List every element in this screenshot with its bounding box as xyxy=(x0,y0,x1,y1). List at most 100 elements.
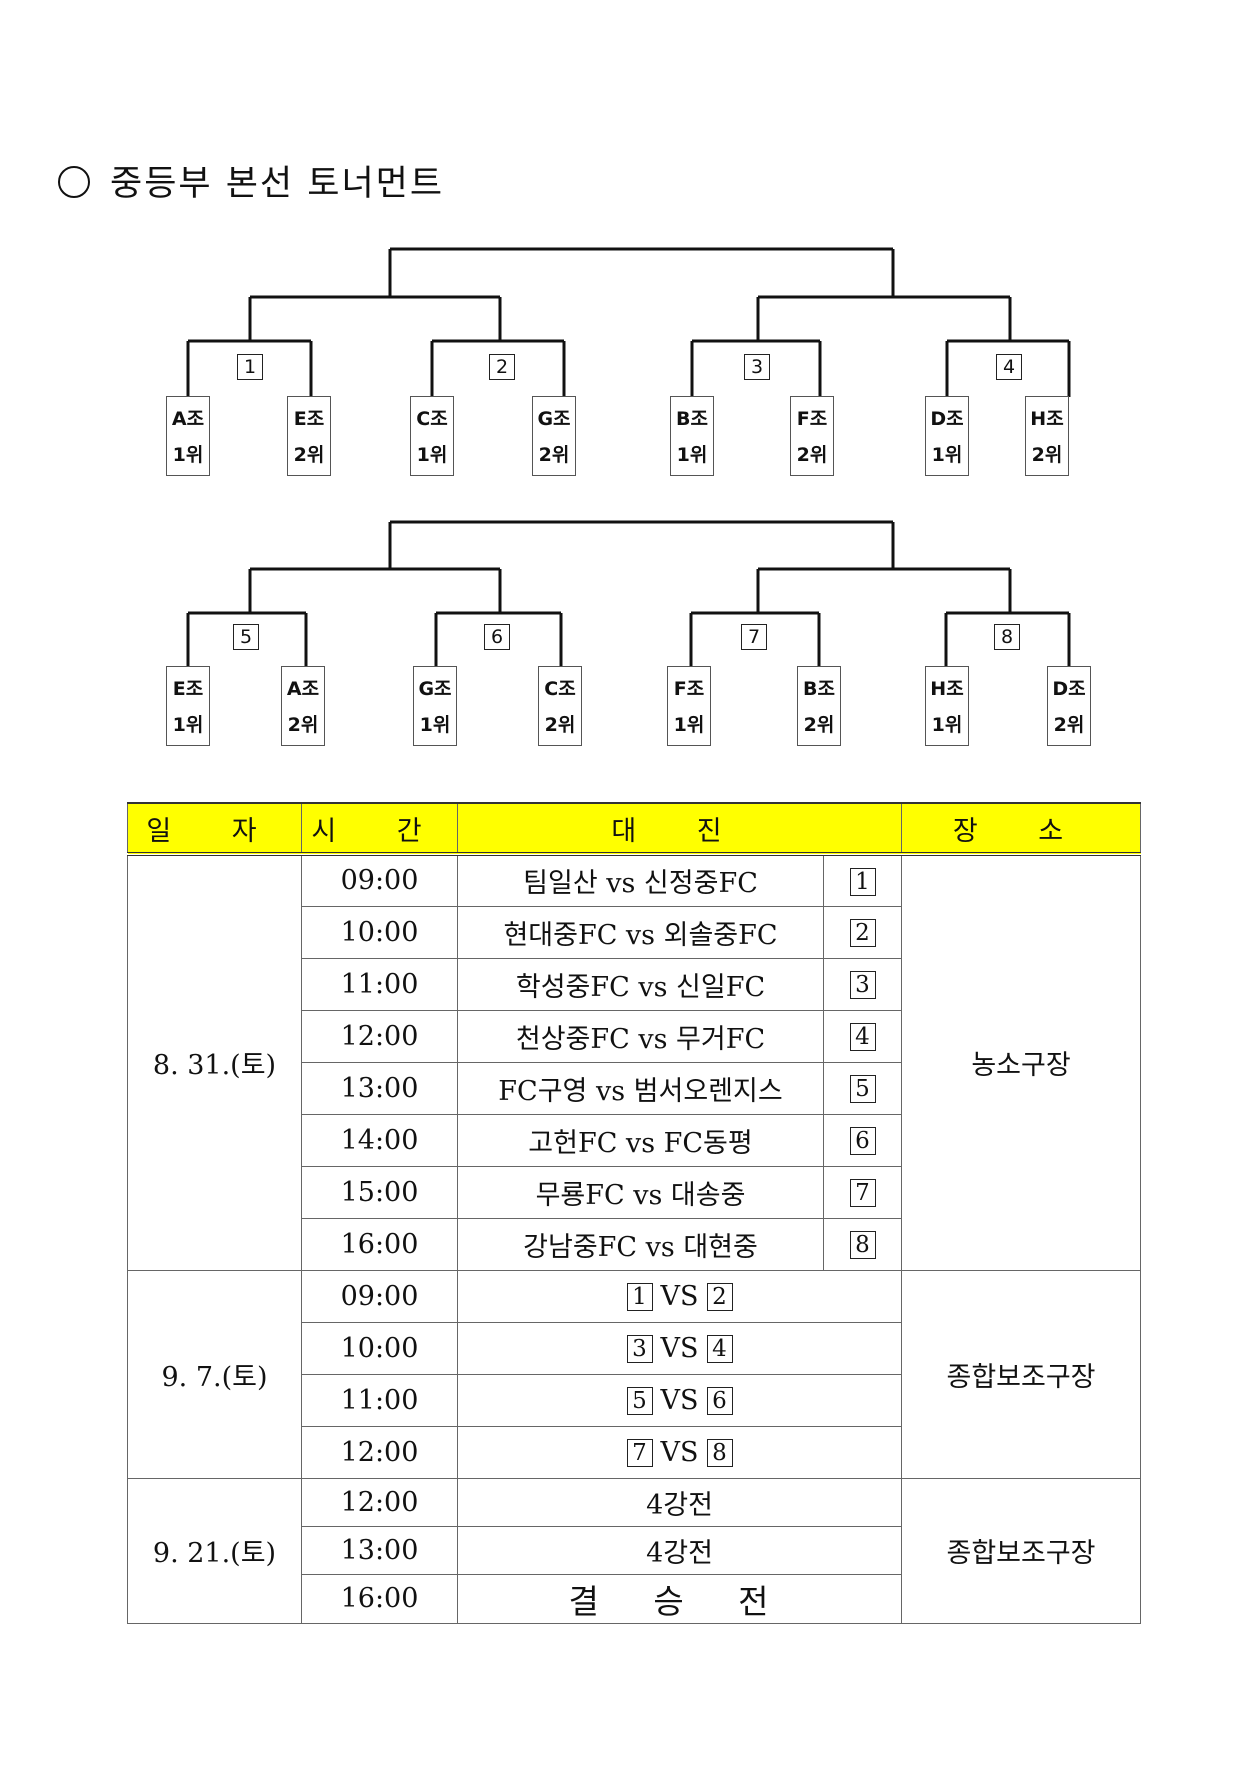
slot-rank: 1위 xyxy=(172,444,204,466)
match-time: 12:00 xyxy=(301,1009,458,1063)
page-title: 중등부 본선 토너먼트 xyxy=(110,164,445,204)
match-number-box: 8 xyxy=(849,1231,876,1259)
header-match: 대 진 xyxy=(456,802,903,856)
match-time: 16:00 xyxy=(301,1217,458,1271)
slot-rank: 1위 xyxy=(172,714,204,736)
slot-group: E조 xyxy=(172,678,204,700)
section-heading: 중등부 본선 토너먼트 xyxy=(58,155,444,206)
slot-rank: 1위 xyxy=(419,714,451,736)
match-time: 10:00 xyxy=(301,1321,458,1375)
pairing-home-box: 1 xyxy=(626,1283,653,1311)
slot-rank: 2위 xyxy=(287,714,319,736)
schedule-table: 일 자 시 간 대 진 장 소 8. 31.(토) 09:00 팀일산 vs 신… xyxy=(127,802,1142,1624)
header-time: 시 간 xyxy=(301,802,458,856)
match-number-6: 6 xyxy=(484,624,510,650)
match-teams: 무룡FC vs 대송중 xyxy=(457,1165,824,1219)
slot-group: F조 xyxy=(796,408,828,430)
slot-rank: 2위 xyxy=(293,444,325,466)
slot-group: D조 xyxy=(1052,678,1086,700)
bracket-slot: E조 1위 xyxy=(166,666,210,746)
pairing-away-box: 4 xyxy=(706,1335,733,1363)
match-number-box: 5 xyxy=(849,1075,876,1103)
match-time: 09:00 xyxy=(301,853,458,907)
slot-rank: 1위 xyxy=(931,444,963,466)
slot-group: F조 xyxy=(673,678,705,700)
match-time: 11:00 xyxy=(301,957,458,1011)
match-time: 11:00 xyxy=(301,1373,458,1427)
slot-rank: 2위 xyxy=(1031,444,1063,466)
header-date: 일 자 xyxy=(127,802,302,856)
match-number-box: 2 xyxy=(849,919,876,947)
slot-group: H조 xyxy=(1030,408,1064,430)
pairing-away-box: 6 xyxy=(706,1387,733,1415)
match-number-cell: 8 xyxy=(822,1217,903,1271)
slot-rank: 1위 xyxy=(931,714,963,736)
bracket-slot: H조 2위 xyxy=(1025,396,1069,476)
bracket-slot: A조 2위 xyxy=(281,666,325,746)
bracket-slot: G조 2위 xyxy=(532,396,576,476)
table-row: 13:00 4강전 xyxy=(128,1525,1141,1575)
match-number-box: 3 xyxy=(849,971,876,999)
match-time: 13:00 xyxy=(301,1525,458,1575)
bracket-slot: F조 2위 xyxy=(790,396,834,476)
match-teams: 팀일산 vs 신정중FC xyxy=(457,853,824,907)
round-label: 4강전 xyxy=(456,1525,903,1575)
match-number-7: 7 xyxy=(741,624,767,650)
match-number-box: 4 xyxy=(849,1023,876,1051)
match-number-cell: 3 xyxy=(822,957,903,1011)
final-label: 결 승 전 xyxy=(456,1573,903,1624)
vs-label: VS xyxy=(660,1436,699,1468)
match-time: 10:00 xyxy=(301,905,458,959)
slot-rank: 2위 xyxy=(538,444,570,466)
match-number-cell: 1 xyxy=(822,853,903,907)
match-number-3: 3 xyxy=(744,354,770,380)
slot-group: C조 xyxy=(544,678,576,700)
match-number-5: 5 xyxy=(233,624,259,650)
pairing-home-box: 5 xyxy=(626,1387,653,1415)
match-number-8: 8 xyxy=(994,624,1020,650)
pairing-away-box: 2 xyxy=(706,1283,733,1311)
bracket-slot: B조 2위 xyxy=(797,666,841,746)
day2-venue: 종합보조구장 xyxy=(901,1269,1142,1479)
bracket-slot: F조 1위 xyxy=(667,666,711,746)
match-number-1: 1 xyxy=(237,354,263,380)
match-teams: FC구영 vs 범서오렌지스 xyxy=(457,1061,824,1115)
pairing-home-box: 7 xyxy=(626,1439,653,1467)
match-teams: 강남중FC vs 대현중 xyxy=(457,1217,824,1271)
slot-rank: 2위 xyxy=(796,444,828,466)
bottom-bracket-lines xyxy=(186,520,1071,667)
match-time: 15:00 xyxy=(301,1165,458,1219)
match-number-cell: 6 xyxy=(822,1113,903,1167)
match-teams: 현대중FC vs 외솔중FC xyxy=(457,905,824,959)
match-time: 14:00 xyxy=(301,1113,458,1167)
slot-group: A조 xyxy=(286,678,320,700)
match-teams: 천상중FC vs 무거FC xyxy=(457,1009,824,1063)
circle-bullet-icon xyxy=(58,166,90,198)
bracket-slot: G조 1위 xyxy=(413,666,457,746)
table-row: 9. 21.(토) 12:00 4강전 종합보조구장 xyxy=(127,1477,1142,1624)
day1-venue: 농소구장 xyxy=(901,853,1142,1271)
day3-date: 9. 21.(토) xyxy=(127,1477,302,1624)
table-row: 11:00 학성중FC vs 신일FC 3 xyxy=(128,957,1141,1011)
vs-label: VS xyxy=(660,1280,699,1312)
table-header-row: 일 자 시 간 대 진 장 소 xyxy=(127,802,1142,856)
match-teams: 학성중FC vs 신일FC xyxy=(457,957,824,1011)
slot-group: G조 xyxy=(418,678,452,700)
slot-group: B조 xyxy=(803,678,835,700)
slot-group: E조 xyxy=(293,408,325,430)
slot-rank: 2위 xyxy=(803,714,835,736)
slot-group: G조 xyxy=(537,408,571,430)
slot-rank: 1위 xyxy=(673,714,705,736)
match-number-box: 1 xyxy=(849,867,876,896)
